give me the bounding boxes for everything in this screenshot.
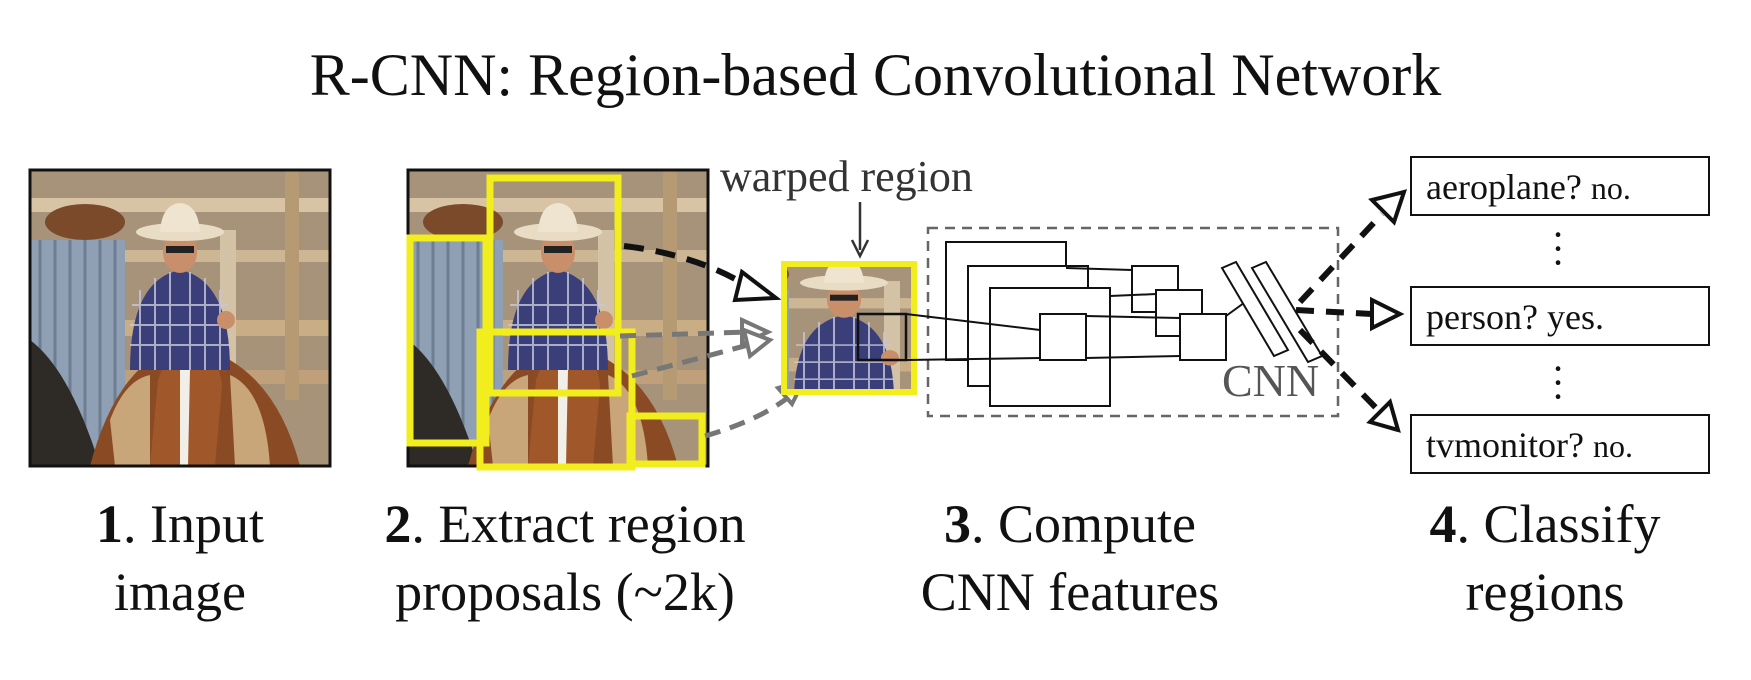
class-name: tvmonitor? <box>1426 425 1584 465</box>
step-text-line2: CNN features <box>920 562 1220 622</box>
arrow-to-tvmonitor <box>1297 327 1383 415</box>
step-1-label: 1. Input image <box>96 494 264 622</box>
warped-region-label: warped region <box>720 152 973 201</box>
class-name: aeroplane? <box>1426 167 1582 207</box>
region-proposal-boxes <box>406 174 706 471</box>
arrow-to-aeroplane <box>1297 211 1385 305</box>
ellipsis-dots-lower: ··· <box>1551 346 1565 419</box>
step-text-line2: proposals (~2k) <box>395 562 735 622</box>
classification-arrows <box>1295 189 1408 433</box>
diagram-title: R-CNN: Region-based Convolutional Networ… <box>309 42 1442 108</box>
ellipsis-dots-upper: ··· <box>1551 212 1565 285</box>
class-box-tvmonitor: tvmonitor? no. <box>1410 414 1710 474</box>
proposal-arrows <box>619 243 808 439</box>
class-box-aeroplane: aeroplane? no. <box>1410 156 1710 216</box>
warped-region-pointer <box>850 202 870 259</box>
step-3-label: 3. Compute CNN features <box>920 494 1220 622</box>
arrow-gray-2 <box>631 341 753 379</box>
step-number: 3 <box>944 494 971 554</box>
input-image <box>28 168 332 468</box>
class-answer: no. <box>1590 170 1631 206</box>
class-box-person: person? yes. <box>1410 286 1710 346</box>
step-4-label: 4. Classify regions <box>1429 494 1661 622</box>
step-text-line2: regions <box>1465 562 1625 622</box>
proposal-box-horse <box>476 328 636 471</box>
class-answer: no. <box>1592 428 1633 464</box>
cnn-block <box>905 226 1340 418</box>
warped-region-image <box>781 261 917 395</box>
step-number: 1 <box>96 494 123 554</box>
step-text-line2: image <box>114 562 246 622</box>
step-number: 2 <box>384 494 412 554</box>
arrow-to-person <box>1295 307 1373 317</box>
step-text-line1: Input <box>150 494 264 554</box>
step-2-label: 2. Extract region proposals (~2k) <box>384 494 746 622</box>
arrow-gray-1 <box>619 329 749 339</box>
step-text-line1: Compute <box>998 494 1196 554</box>
proposal-box-gate <box>406 234 490 447</box>
arrow-gray-3 <box>704 394 792 439</box>
arrow-dark-proposal <box>623 243 756 293</box>
step-text-line1: Extract region <box>438 494 746 554</box>
step-text-line1: Classify <box>1483 494 1661 554</box>
proposal-box-small <box>626 412 706 468</box>
step-number: 4 <box>1429 494 1457 554</box>
class-answer: yes. <box>1546 297 1604 337</box>
proposal-box-rider <box>486 174 622 397</box>
class-name: person? <box>1426 297 1538 337</box>
proposals-image <box>406 168 710 471</box>
cnn-label: CNN <box>1222 355 1320 406</box>
